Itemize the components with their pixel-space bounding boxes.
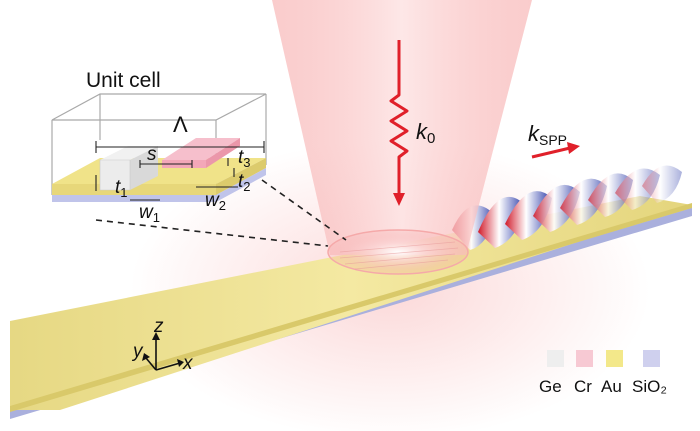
k0-label: k0	[416, 119, 435, 147]
kspp-arrow	[531, 142, 580, 159]
spp-wave	[452, 165, 682, 250]
axis-x-label: x	[182, 353, 194, 374]
kspp-label: kSPP	[528, 121, 567, 148]
legend-label-sio2: SiO₂	[632, 377, 667, 396]
material-legend: Ge Cr Au SiO₂	[539, 350, 667, 396]
legend-label-au: Au	[601, 377, 622, 396]
s-label: s	[147, 144, 157, 165]
beam-disk	[327, 229, 469, 275]
ge-block-face	[99, 159, 131, 191]
period-label: Λ	[173, 112, 188, 137]
gold-film-edge	[10, 203, 692, 412]
axis-y-label: y	[131, 341, 144, 362]
unit-cell-substrate	[52, 168, 266, 202]
ge-block-top	[100, 146, 158, 160]
legend-swatch-au	[606, 350, 623, 367]
legend-swatch-cr	[576, 350, 593, 367]
legend-swatch-sio2	[643, 350, 660, 367]
t1-label: t1	[115, 177, 128, 200]
legend-swatch-ge	[547, 350, 564, 367]
cr-block-top	[162, 138, 240, 160]
w2-label: w2	[205, 190, 226, 213]
k0-arrow	[389, 40, 409, 206]
unit-cell: Unit cell Λ s t1 w1 w2 t2 t3	[51, 69, 267, 225]
w1-label: w1	[139, 202, 160, 225]
unit-cell-gold-front	[52, 184, 216, 195]
unit-cell-title: Unit cell	[86, 69, 161, 92]
ge-block-front	[130, 146, 158, 190]
t3-label: t3	[238, 147, 251, 170]
axis-z-label: z	[153, 316, 164, 337]
legend-label-cr: Cr	[574, 377, 592, 396]
unit-cell-gold-side	[216, 158, 266, 195]
zoom-lines	[95, 179, 347, 247]
cr-block-side	[206, 138, 240, 168]
legend-label-ge: Ge	[539, 377, 562, 396]
t2-label: t2	[238, 171, 251, 194]
focal-spot	[328, 230, 468, 274]
coordinate-axes	[142, 332, 184, 371]
